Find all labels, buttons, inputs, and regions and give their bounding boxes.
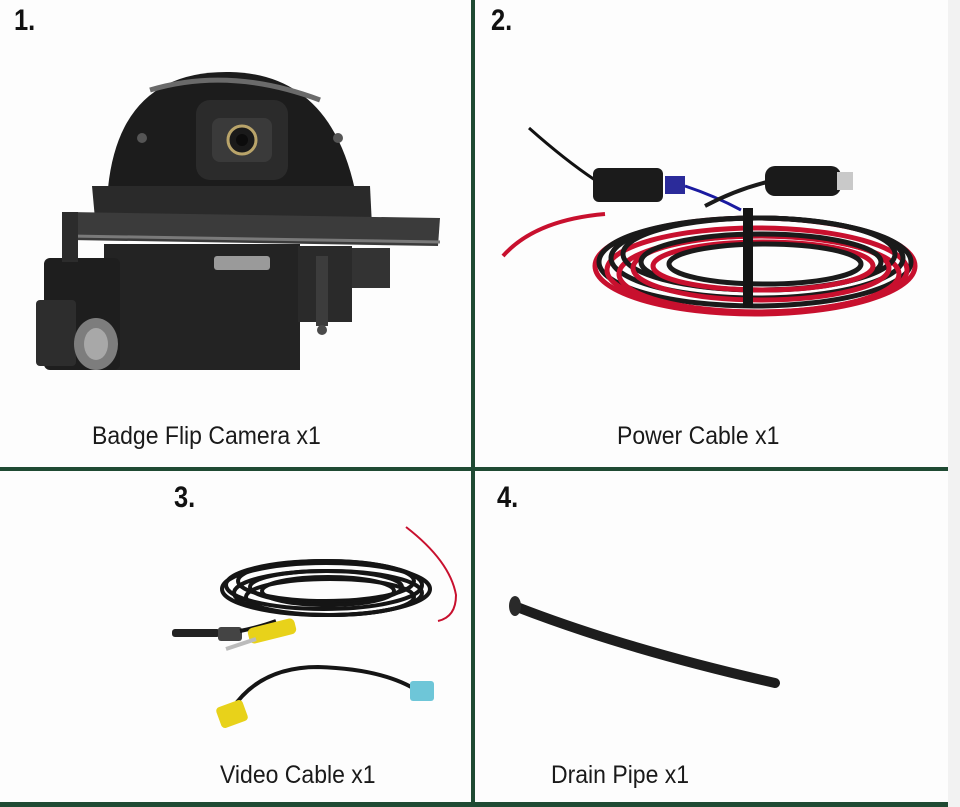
power-cable-image xyxy=(501,126,918,317)
item-number: 1. xyxy=(14,4,36,37)
item-number: 3. xyxy=(174,481,196,514)
item-caption: Drain Pipe x1 xyxy=(551,761,690,789)
drain-pipe-image xyxy=(509,596,780,688)
item-cell-video-cable: 3. Video Cable x1 xyxy=(0,471,471,802)
item-cell-camera: 1. xyxy=(0,0,471,467)
badge-flip-camera-image xyxy=(36,71,441,370)
item-cell-drain-pipe: 4. Drain Pipe x1 xyxy=(475,471,948,802)
item-number: 2. xyxy=(491,4,513,37)
grid-border-bottom xyxy=(0,802,948,807)
video-cable-image xyxy=(172,526,458,728)
grid-divider-horizontal xyxy=(0,467,948,471)
item-cell-power-cable: 2. xyxy=(475,0,948,467)
grid-divider-vertical xyxy=(471,0,475,807)
item-number: 4. xyxy=(497,481,519,514)
item-caption: Badge Flip Camera x1 xyxy=(92,422,321,450)
page-edge xyxy=(948,0,960,807)
item-caption: Power Cable x1 xyxy=(617,422,780,450)
item-caption: Video Cable x1 xyxy=(220,761,376,789)
